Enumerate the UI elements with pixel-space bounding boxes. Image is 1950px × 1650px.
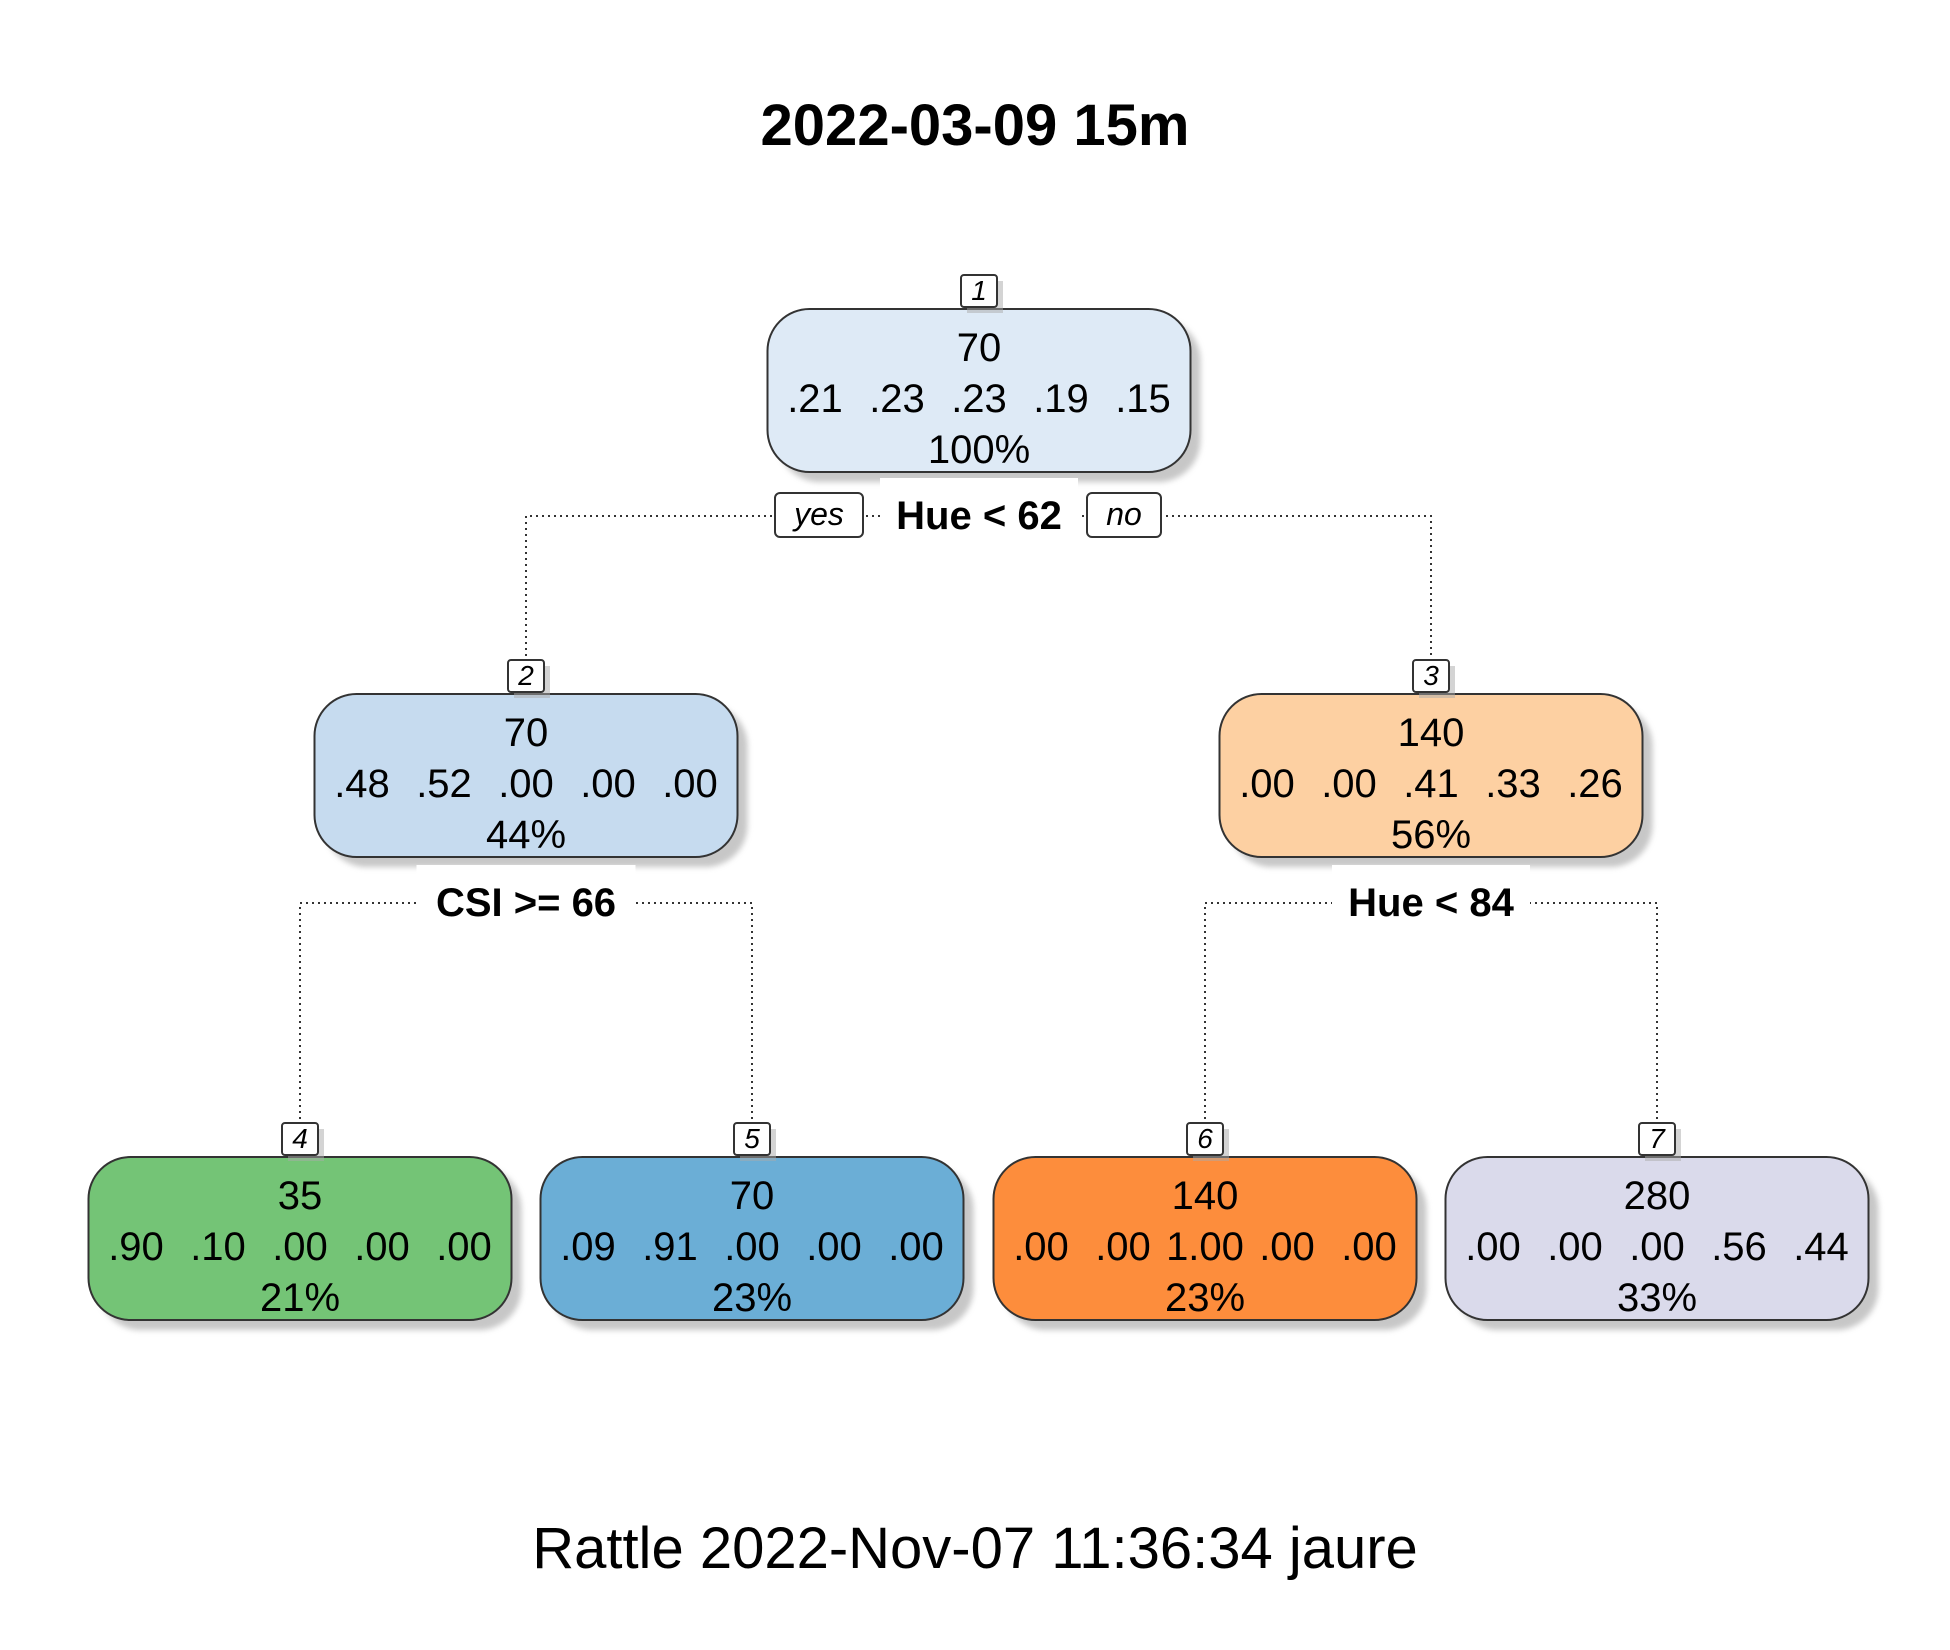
node-count: 280 <box>1624 1174 1691 1218</box>
node-prob: .00 <box>354 1225 410 1269</box>
node-prob: .09 <box>560 1225 616 1269</box>
tree-node-6: 6 140 .00 .00 1.00 .00 .00 23% <box>992 1122 1427 1330</box>
node-prob: .00 <box>1239 762 1295 806</box>
yes-label: yes <box>792 496 844 532</box>
node-percent: 21% <box>260 1276 340 1320</box>
node-tag <box>1412 659 1450 693</box>
node-prob: .00 <box>498 762 554 806</box>
node-count: 140 <box>1398 711 1465 755</box>
node-prob: .33 <box>1485 762 1541 806</box>
node-prob: .23 <box>951 377 1007 421</box>
node-tag <box>507 659 545 693</box>
node-prob: .00 <box>1465 1225 1521 1269</box>
node-percent: 100% <box>928 428 1030 472</box>
node-number: 3 <box>1423 660 1439 691</box>
edge-2 <box>299 902 753 1125</box>
no-label-box <box>1086 492 1162 538</box>
tree-node-7: 7 280 .00 .00 .00 .56 .44 33% <box>1444 1122 1879 1330</box>
node-prob: .00 <box>806 1225 862 1269</box>
node-prob: .00 <box>1547 1225 1603 1269</box>
node-percent: 56% <box>1391 813 1471 857</box>
no-label: no <box>1106 496 1142 532</box>
node-number: 4 <box>292 1123 308 1154</box>
footer-caption: Rattle 2022-Nov-07 11:36:34 jaure <box>532 1516 1418 1581</box>
node-tag <box>1186 1122 1224 1156</box>
node-count: 140 <box>1172 1174 1239 1218</box>
node-percent: 44% <box>486 813 566 857</box>
node-percent: 23% <box>1165 1276 1245 1320</box>
tree-node-3: 3 140 .00 .00 .41 .33 .26 56% <box>1218 659 1653 867</box>
tree-node-1: 1 70 .21 .23 .23 .19 .15 100% <box>766 274 1201 482</box>
node-prob: .00 <box>1095 1225 1151 1269</box>
node-prob: .00 <box>580 762 636 806</box>
node-number: 5 <box>744 1123 760 1154</box>
node-prob: .26 <box>1567 762 1623 806</box>
tree-node-4: 4 35 .90 .10 .00 .00 .00 21% <box>87 1122 522 1330</box>
split-rule-1: Hue < 62 <box>896 494 1062 538</box>
node-prob: .90 <box>108 1225 164 1269</box>
node-prob: .00 <box>1629 1225 1685 1269</box>
node-prob: .00 <box>272 1225 328 1269</box>
node-number: 2 <box>517 660 534 691</box>
node-prob: .00 <box>724 1225 780 1269</box>
node-prob: .48 <box>334 762 390 806</box>
split-rule-bg <box>416 865 636 921</box>
node-count: 70 <box>504 711 549 755</box>
node-number: 6 <box>1197 1123 1213 1154</box>
split-rule-3: Hue < 84 <box>1348 881 1514 925</box>
node-tag <box>1638 1122 1676 1156</box>
node-prob: .00 <box>888 1225 944 1269</box>
node-prob: .10 <box>190 1225 246 1269</box>
node-prob: .41 <box>1403 762 1459 806</box>
node-count: 70 <box>957 326 1002 370</box>
tree-node-5: 5 70 .09 .91 .00 .00 .00 23% <box>539 1122 974 1330</box>
node-prob: .00 <box>662 762 718 806</box>
edge-3 <box>1204 902 1658 1125</box>
node-number: 1 <box>971 275 987 306</box>
split-rule-bg <box>1332 865 1530 921</box>
node-count: 35 <box>278 1174 323 1218</box>
tree-node-2: 2 70 .48 .52 .00 .00 .00 44% <box>313 659 748 867</box>
node-count: 70 <box>730 1174 775 1218</box>
node-prob: .23 <box>869 377 925 421</box>
node-prob: .21 <box>787 377 843 421</box>
edge-1 <box>525 515 1432 662</box>
node-prob: .56 <box>1711 1225 1767 1269</box>
node-prob: .44 <box>1793 1225 1849 1269</box>
node-tag <box>281 1122 319 1156</box>
node-prob: 1.00 <box>1166 1225 1244 1269</box>
node-percent: 33% <box>1617 1276 1697 1320</box>
split-rule-2: CSI >= 66 <box>436 881 616 925</box>
node-prob: .52 <box>416 762 472 806</box>
node-prob: .00 <box>1341 1225 1397 1269</box>
node-number: 7 <box>1649 1123 1666 1154</box>
node-tag <box>960 274 998 308</box>
node-tag <box>733 1122 771 1156</box>
chart-title: 2022-03-09 15m <box>760 93 1190 158</box>
node-prob: .00 <box>1321 762 1377 806</box>
yes-label-box <box>774 492 864 538</box>
node-prob: .00 <box>1259 1225 1315 1269</box>
node-prob: .00 <box>436 1225 492 1269</box>
node-prob: .19 <box>1033 377 1089 421</box>
split-rule-bg <box>880 478 1078 534</box>
node-prob: .91 <box>642 1225 698 1269</box>
node-percent: 23% <box>712 1276 792 1320</box>
node-prob: .15 <box>1115 377 1171 421</box>
node-prob: .00 <box>1013 1225 1069 1269</box>
